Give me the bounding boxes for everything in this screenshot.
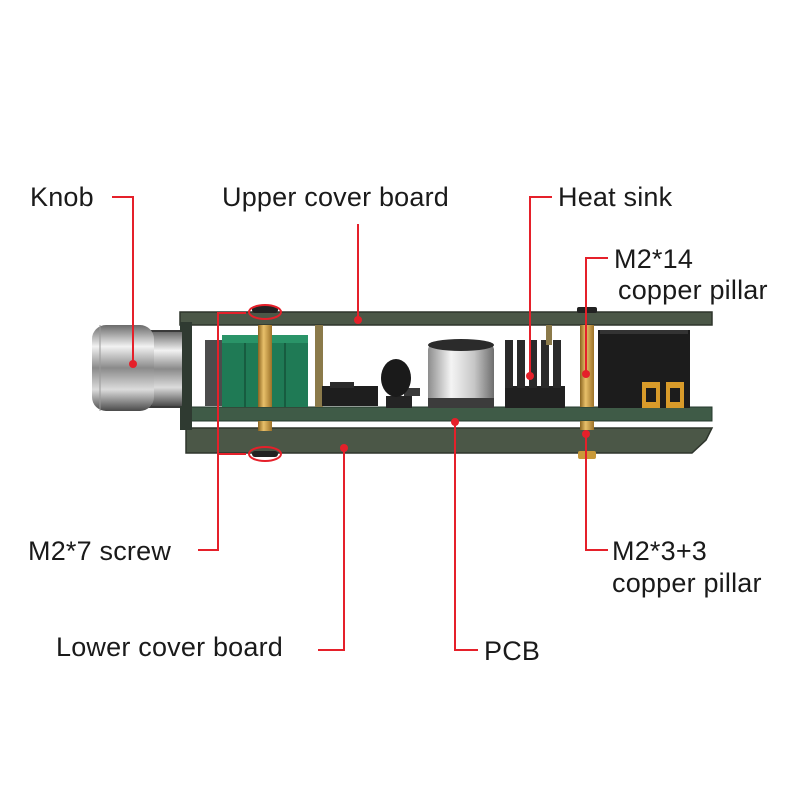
potentiometer — [205, 335, 308, 407]
m2x14-callout-line — [585, 257, 608, 374]
label-pcb: PCB — [484, 636, 541, 666]
m2x7-callout-line — [198, 312, 246, 551]
small-post-2 — [546, 325, 552, 345]
label-lower-cover-board: Lower cover board — [56, 632, 284, 662]
callout-dots — [129, 316, 590, 452]
heatsink-callout-line — [529, 196, 552, 376]
audio-connector — [598, 330, 690, 408]
lower-cover-callout-line — [318, 448, 345, 651]
label-m2x3-line1: M2*3+3 — [612, 536, 708, 566]
label-m2x7-screw: M2*7 screw — [28, 536, 172, 566]
lower-brass-pillar — [580, 421, 594, 430]
callout-lines — [112, 196, 608, 651]
label-m2x14-line2: copper pillar — [618, 275, 768, 305]
pcb-board — [187, 406, 713, 422]
left-screw-head-top — [252, 306, 278, 313]
label-heat-sink: Heat sink — [558, 182, 673, 212]
electrolytic-capacitor — [428, 339, 494, 408]
bottom-screw-highlight — [248, 446, 282, 462]
heat-sink — [505, 340, 565, 408]
left-end-plate — [180, 322, 192, 430]
knob — [92, 325, 182, 411]
m2x3-callout-line — [585, 434, 608, 551]
label-upper-cover-board: Upper cover board — [222, 182, 450, 212]
small-post-1 — [315, 325, 323, 407]
ic-chips — [322, 382, 420, 408]
knob-callout-line — [112, 196, 134, 364]
upper-cover-board — [179, 311, 713, 326]
top-screw-highlight — [248, 304, 282, 320]
lower-cover-board — [185, 427, 714, 454]
label-knob: Knob — [30, 182, 94, 212]
left-brass-pillar — [258, 325, 272, 407]
left-screw-head-bottom — [252, 451, 278, 457]
black-inductor — [381, 359, 411, 397]
label-m2x3-line2: copper pillar — [612, 568, 762, 598]
label-m2x14-line1: M2*14 — [614, 244, 694, 274]
left-brass-pillar-lower — [258, 421, 272, 431]
pcb-callout-line — [454, 422, 478, 651]
